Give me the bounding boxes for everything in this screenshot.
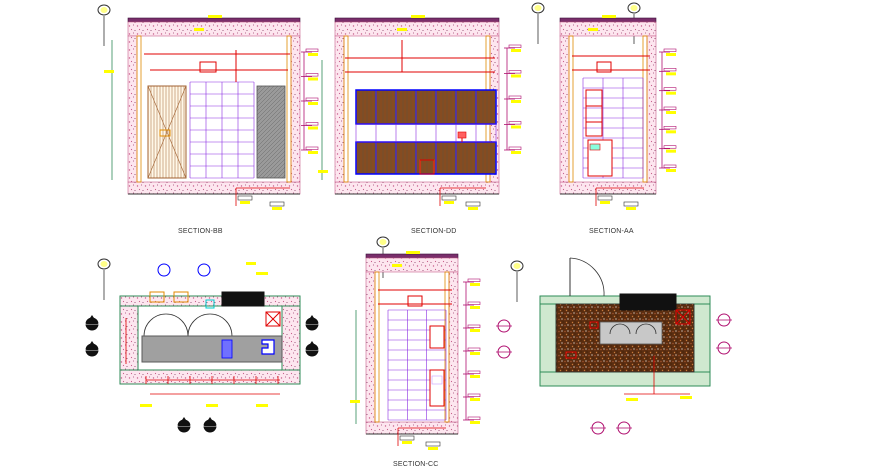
- plan-right-ref-s2: [616, 421, 632, 435]
- section-cc-leader: [376, 236, 390, 278]
- plan-right-ref-e1: [716, 313, 732, 327]
- plan-right-ref-e2: [716, 341, 732, 355]
- plan-right-ref-w1: [496, 319, 512, 333]
- plan-left-section-mark-e2: [304, 341, 320, 357]
- caption-section-aa: SECTION-AA: [589, 228, 634, 235]
- plan-right-leader: [510, 260, 524, 302]
- section-aa: [531, 2, 677, 210]
- section-aa-leader: [531, 2, 545, 44]
- plan-right: [496, 257, 732, 435]
- plan-left-section-mark-w1: [84, 315, 100, 331]
- plan-left-leader: [97, 258, 111, 300]
- section-bb-leader: [97, 4, 111, 46]
- caption-section-cc: SECTION-CC: [393, 461, 439, 468]
- caption-section-bb: SECTION-BB: [178, 228, 223, 235]
- plan-right-ref-s1: [590, 421, 606, 435]
- section-dd: [318, 15, 522, 210]
- plan-left: [84, 258, 320, 433]
- plan-left-section-mark-w2: [84, 341, 100, 357]
- plan-left-section-mark-s2: [202, 417, 218, 433]
- section-cc: [350, 236, 481, 450]
- caption-section-dd: SECTION-DD: [411, 228, 457, 235]
- plan-right-ref-w2: [496, 345, 512, 359]
- section-bb: [97, 4, 319, 210]
- plan-left-section-mark-s1: [176, 417, 192, 433]
- plan-left-section-mark-e1: [304, 315, 320, 331]
